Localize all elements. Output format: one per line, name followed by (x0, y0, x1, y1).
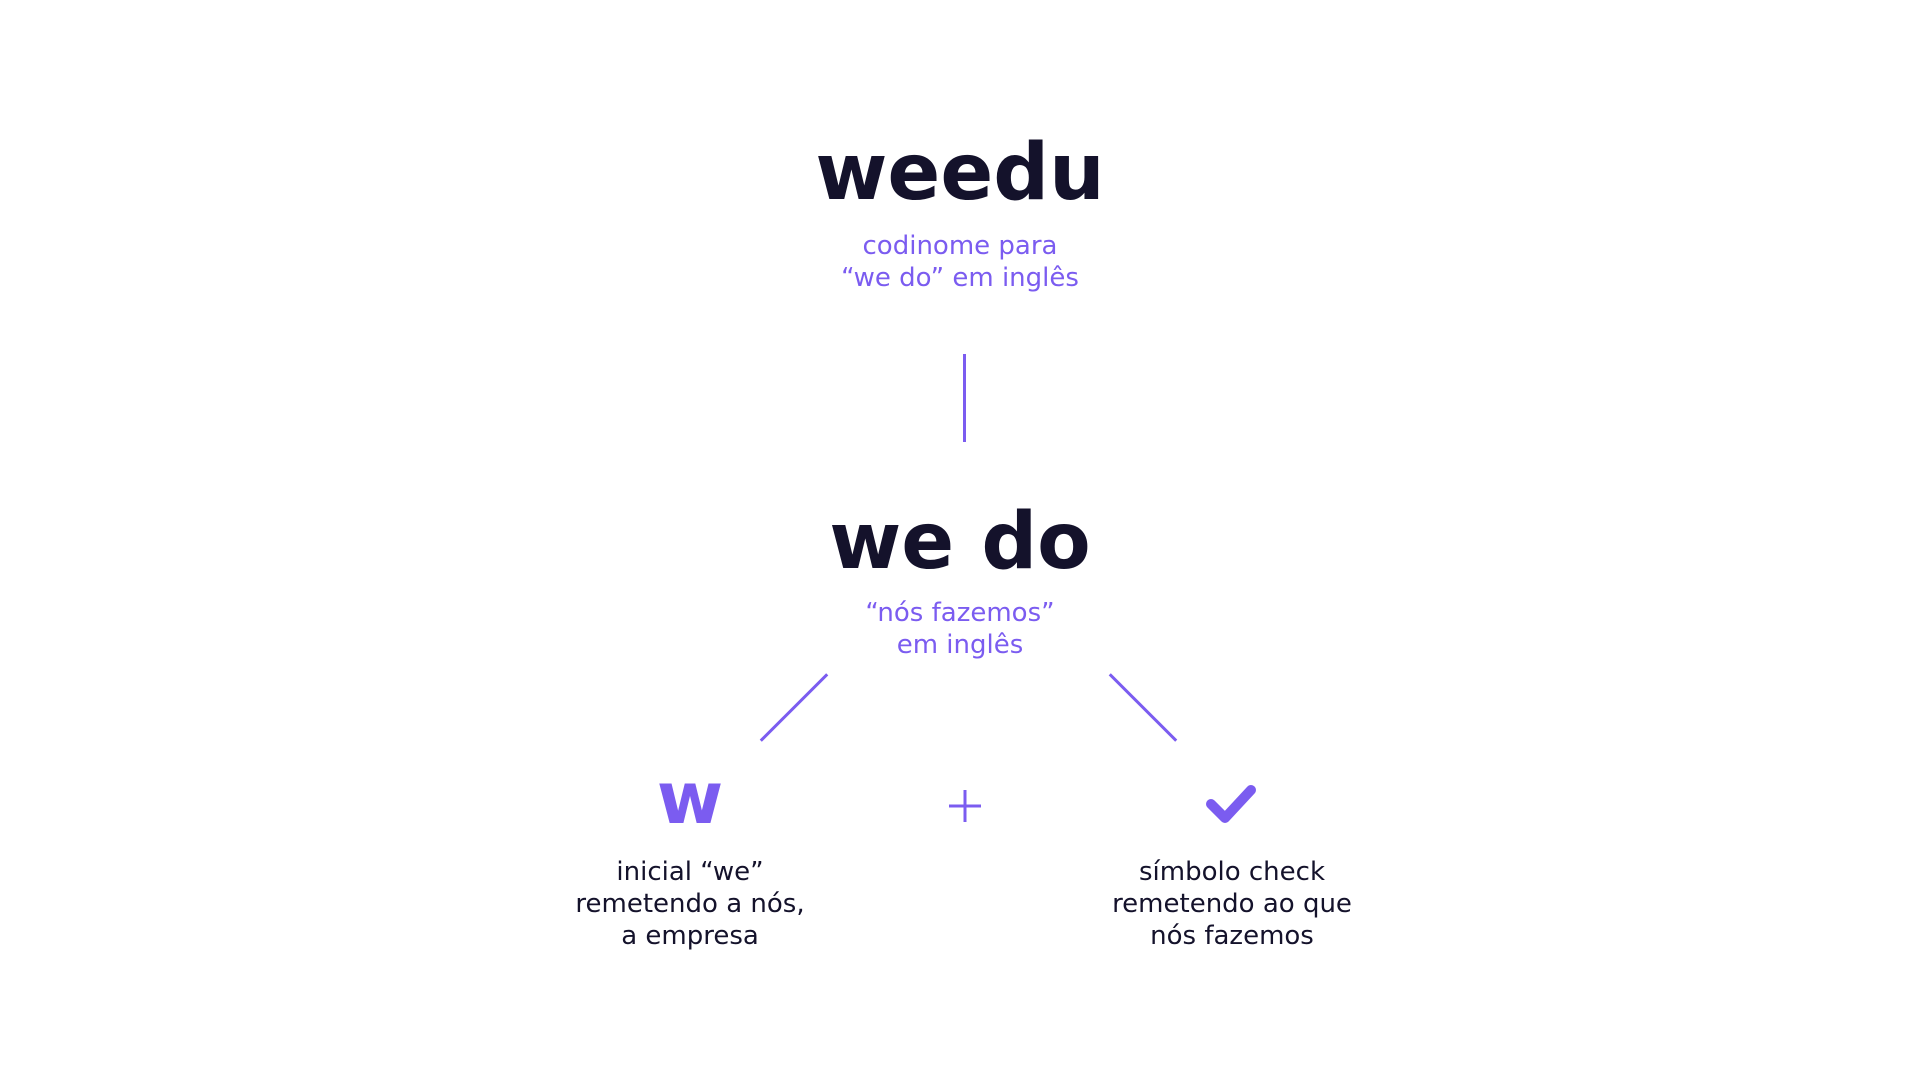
plus-icon (949, 790, 981, 822)
top-subtitle: codinome para “we do” em inglês (841, 231, 1079, 293)
left-description: inicial “we” remetendo a nós, a empresa (575, 857, 805, 951)
middle-title: we do (829, 497, 1091, 587)
connector-right-diagonal (1108, 673, 1178, 742)
top-title: weedu (815, 128, 1105, 218)
w-letter-icon: w (656, 756, 724, 840)
right-description: símbolo check remetendo ao que nós fazem… (1112, 857, 1352, 951)
check-icon (1206, 785, 1256, 823)
connector-left-diagonal (759, 673, 829, 742)
middle-subtitle: “nós fazemos” em inglês (865, 598, 1055, 660)
connector-vertical (963, 354, 966, 442)
